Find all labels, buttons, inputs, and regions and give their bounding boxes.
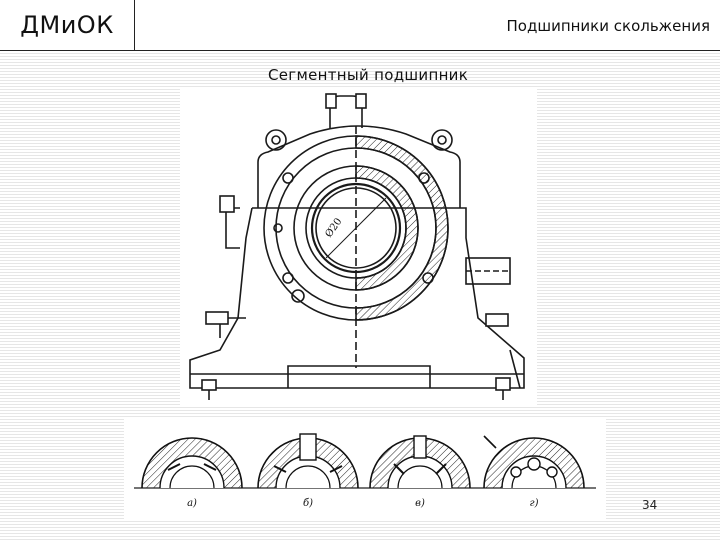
variant-a bbox=[141, 437, 243, 488]
bearing-drawing-svg: Ø20 bbox=[189, 93, 525, 400]
course-brand: ДМиОК bbox=[0, 0, 135, 50]
slide-title: Сегментный подшипник bbox=[268, 66, 469, 84]
topic-box: Подшипники скольжения bbox=[135, 0, 720, 50]
bearing-drawing: Ø20 bbox=[180, 88, 537, 406]
bearing-variants: а) б) в) г) bbox=[124, 418, 606, 521]
variant-label-d: г) bbox=[530, 498, 539, 509]
page-number: 34 bbox=[642, 498, 658, 512]
slide-header: ДМиОК Подшипники скольжения bbox=[0, 0, 720, 51]
variant-d bbox=[483, 435, 585, 488]
diameter-label: Ø20 bbox=[323, 216, 344, 239]
topic-title: Подшипники скольжения bbox=[506, 17, 710, 35]
variant-label-c: в) bbox=[415, 498, 425, 509]
variant-label-b: б) bbox=[303, 498, 313, 509]
variant-label-a: а) bbox=[187, 498, 197, 509]
variant-b bbox=[257, 433, 359, 488]
variants-svg: а) б) в) г) bbox=[134, 433, 596, 509]
variant-c bbox=[369, 435, 471, 488]
